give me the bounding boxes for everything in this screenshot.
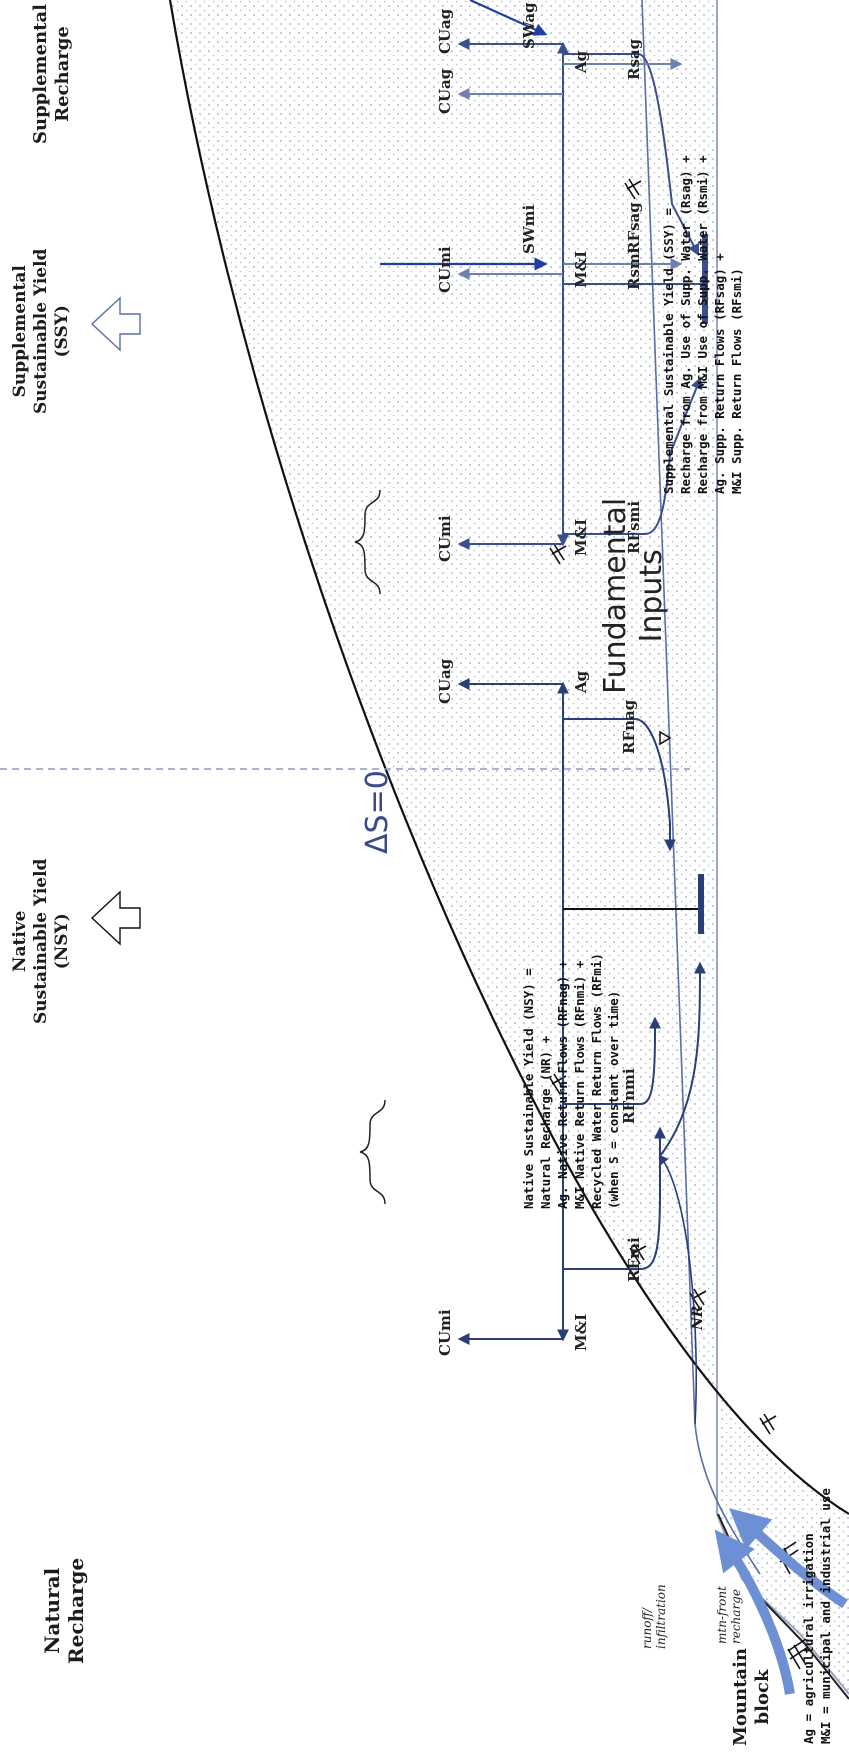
rsag-label: Rsag [625,38,643,80]
cuag-supp3-label: CUag [436,8,454,54]
cumi-native-label: CUmi [436,1309,454,1356]
native-well-screen [698,874,704,934]
nsy-definition: Native Sustainable Yield (NSY) = Natural… [521,953,621,1209]
ssy-definition: Supplemental Sustainable Yield (SSY) = R… [661,155,744,494]
cuag-supp2-label: CUag [436,68,454,114]
rfmi-arrow [563,1126,666,1270]
cumi-supp2-label: CUmi [436,246,454,293]
legend-ag: Ag = agricultural irrigation [801,1533,816,1744]
runoff-label: runoff/ infiltration [640,1584,668,1649]
natural-recharge-heading: Natural Recharge [40,1557,88,1664]
nr-flow-line [658,1154,698,1425]
cumi-supp-label: CUmi [436,515,454,562]
bedrock-fracture-icons [549,178,809,1670]
mi-native-node: M&I [572,1313,590,1351]
mi-supp-node: M&I [572,518,590,556]
mountain-block-label: Mountain block [730,1647,773,1746]
mtn-front-label: mtn-front recharge [715,1586,743,1644]
mi-supp2-node: M&I [572,250,590,288]
water-level-marker [659,730,672,746]
rfsag-label: RFsag [625,202,643,254]
rfsmi-label: RFsmi [625,500,643,554]
nsy-heading: Native Sustainable Yield (NSY) [10,858,72,1024]
rfsag-arrow [563,53,700,257]
legend: Ag = agricultural irrigation M&I = munic… [800,1488,834,1744]
delta-s-label: ΔS=0 [360,770,395,854]
supplemental-recharge-heading: Supplemental Recharge [30,4,73,144]
ssy-open-arrow [90,296,141,352]
legend-mi: M&I = municipal and industrial use [818,1488,833,1744]
supp-well-screen [702,234,708,324]
ag-supp-node: Ag [572,50,590,73]
aquifer-fill [170,0,849,1694]
ag-native-node: Ag [572,670,590,693]
swmi-label: SWmi [520,204,538,254]
nsy-brace [359,1099,386,1205]
rfsmi-arrow [563,376,703,535]
swag-arrow [469,0,548,36]
nsy-open-arrow [90,890,141,946]
rfmi-label: RFmi [625,1237,643,1282]
rfnag-label: RFnag [620,699,638,754]
swag-label: SWag [520,2,538,49]
runoff-arrow [728,1508,848,1609]
ssy-brace [354,489,381,595]
rfnag-arrow [563,718,676,852]
mtn-front-arrow [714,1529,795,1695]
nr-label: NR [690,1305,706,1330]
ssy-heading: Supplemental Sustainable Yield (SSY) [10,248,72,414]
bedrock-boundary [168,0,849,1515]
rfnmi-arrow [563,1016,661,1105]
rfmi-to-pump [659,961,706,1157]
cuag-native-label: CUag [436,658,454,704]
rfnmi-label: RFnmi [620,1068,638,1124]
rsmi-label: Rsmi [625,247,643,290]
